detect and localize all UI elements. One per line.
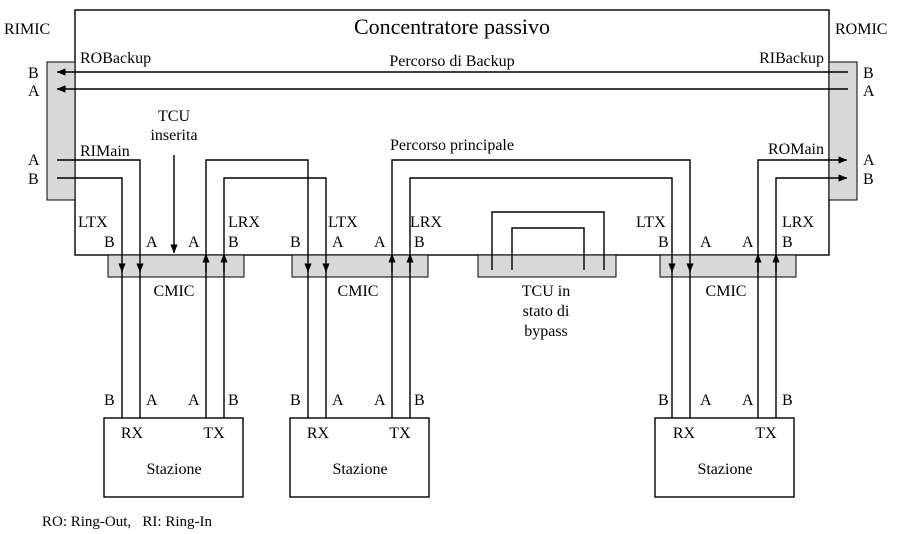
main-path-rimain-a (57, 159, 144, 273)
cmic2-pin-a-left: A (332, 234, 344, 251)
main-path-s2-s3-inner (409, 177, 676, 273)
cmic1-pin-a-right: A (188, 234, 200, 251)
s3-pin-a-right: A (742, 392, 754, 409)
cmic-module-3 (659, 254, 797, 278)
s3-pin-a-left: A (700, 392, 712, 409)
s2-pin-a-left: A (332, 392, 344, 409)
s1-station-label: Stazione (146, 461, 201, 478)
main-path-romain-b (775, 174, 848, 272)
cmic3-label: CMIC (706, 283, 747, 300)
cmic2-lrx-label: LRX (410, 214, 442, 231)
romic-pin-b-top: B (863, 65, 874, 82)
s2-station-label: Stazione (332, 461, 387, 478)
cmic1-lrx-label: LRX (228, 214, 260, 231)
cmic1-label: CMIC (154, 283, 195, 300)
s2-pin-b-right: B (414, 392, 425, 409)
rimic-pin-b-top: B (28, 65, 39, 82)
romain-label: ROMain (768, 141, 824, 158)
cmic2-pin-a-right: A (374, 234, 386, 251)
s3-tx-label: TX (755, 425, 777, 442)
cmic3-pin-a-left: A (700, 234, 712, 251)
s2-tx-label: TX (389, 425, 411, 442)
cmic2-pin-b-right: B (414, 234, 425, 251)
s2-pin-a-right: A (374, 392, 386, 409)
cmic3-pin-a-right: A (742, 234, 754, 251)
backup-path-label: Percorso di Backup (389, 53, 514, 70)
tcu-bypass-loop-inner (511, 227, 585, 270)
tcu-bypass-label-1: TCU in (522, 283, 570, 300)
s1-tx-label: TX (203, 425, 225, 442)
s2-rx-label: RX (307, 425, 330, 442)
main-path-s1-s2-inner (223, 177, 330, 273)
rimic-pin-b-bottom: B (28, 171, 39, 188)
rimic-pin-a-bottom: A (28, 152, 40, 169)
cmic2-ltx-label: LTX (328, 214, 358, 231)
s3-pin-b-left: B (658, 392, 669, 409)
main-path-rimain-b (57, 177, 126, 273)
cmic3-ltx-label: LTX (636, 214, 666, 231)
cmic2-label: CMIC (338, 283, 379, 300)
s3-station-label: Stazione (697, 461, 752, 478)
cmic1-pin-b-right: B (228, 234, 239, 251)
cmic1-pin-b-left: B (104, 234, 115, 251)
cmic3-pin-b-right: B (782, 234, 793, 251)
romic-pin-b-bottom: B (863, 171, 874, 188)
s1-pin-a-left: A (146, 392, 158, 409)
tcu-inserted-label-2: inserita (150, 127, 197, 144)
cmic1-ltx-label: LTX (78, 214, 108, 231)
main-path-s1-s2-outer (205, 159, 312, 273)
romic-pin-a-top: A (863, 83, 875, 100)
ribackup-label: RIBackup (759, 50, 824, 67)
romic-pin-a-bottom: A (863, 152, 875, 169)
rimic-pin-a-top: A (28, 83, 40, 100)
tcu-bypass-loop-outer (491, 211, 605, 270)
tcu-inserted-label-1: TCU (158, 108, 190, 125)
station-box-3 (654, 417, 795, 498)
cmic-module-2 (291, 254, 429, 278)
rimain-label: RIMain (80, 143, 130, 160)
tcu-bypass-label-2: stato di (523, 303, 570, 320)
station-box-2 (289, 417, 430, 498)
s1-pin-b-right: B (228, 392, 239, 409)
s2-pin-b-left: B (290, 392, 301, 409)
s1-rx-label: RX (121, 425, 144, 442)
diagram-title: Concentratore passivo (354, 14, 550, 39)
cmic3-pin-b-left: B (658, 234, 669, 251)
s1-pin-a-right: A (188, 392, 200, 409)
cmic2-pin-b-left: B (290, 234, 301, 251)
s3-pin-b-right: B (782, 392, 793, 409)
rimic-label: RIMIC (4, 21, 50, 38)
rimic-module (46, 61, 76, 201)
robackup-label: ROBackup (80, 50, 151, 67)
cmic1-pin-a-left: A (146, 234, 158, 251)
s3-rx-label: RX (673, 425, 696, 442)
main-path-romain-a (757, 156, 848, 272)
station-box-1 (103, 417, 244, 498)
s1-pin-b-left: B (104, 392, 115, 409)
romic-module (828, 61, 858, 201)
main-path-s2-s3-outer (391, 159, 694, 273)
romic-label: ROMIC (835, 21, 887, 38)
cmic3-lrx-label: LRX (782, 214, 814, 231)
main-path-label: Percorso principale (390, 137, 514, 154)
tcu-bypass-label-3: bypass (524, 323, 568, 340)
footnote: RO: Ring-Out, RI: Ring-In (42, 514, 213, 530)
tcu-bypass-module (477, 254, 617, 278)
